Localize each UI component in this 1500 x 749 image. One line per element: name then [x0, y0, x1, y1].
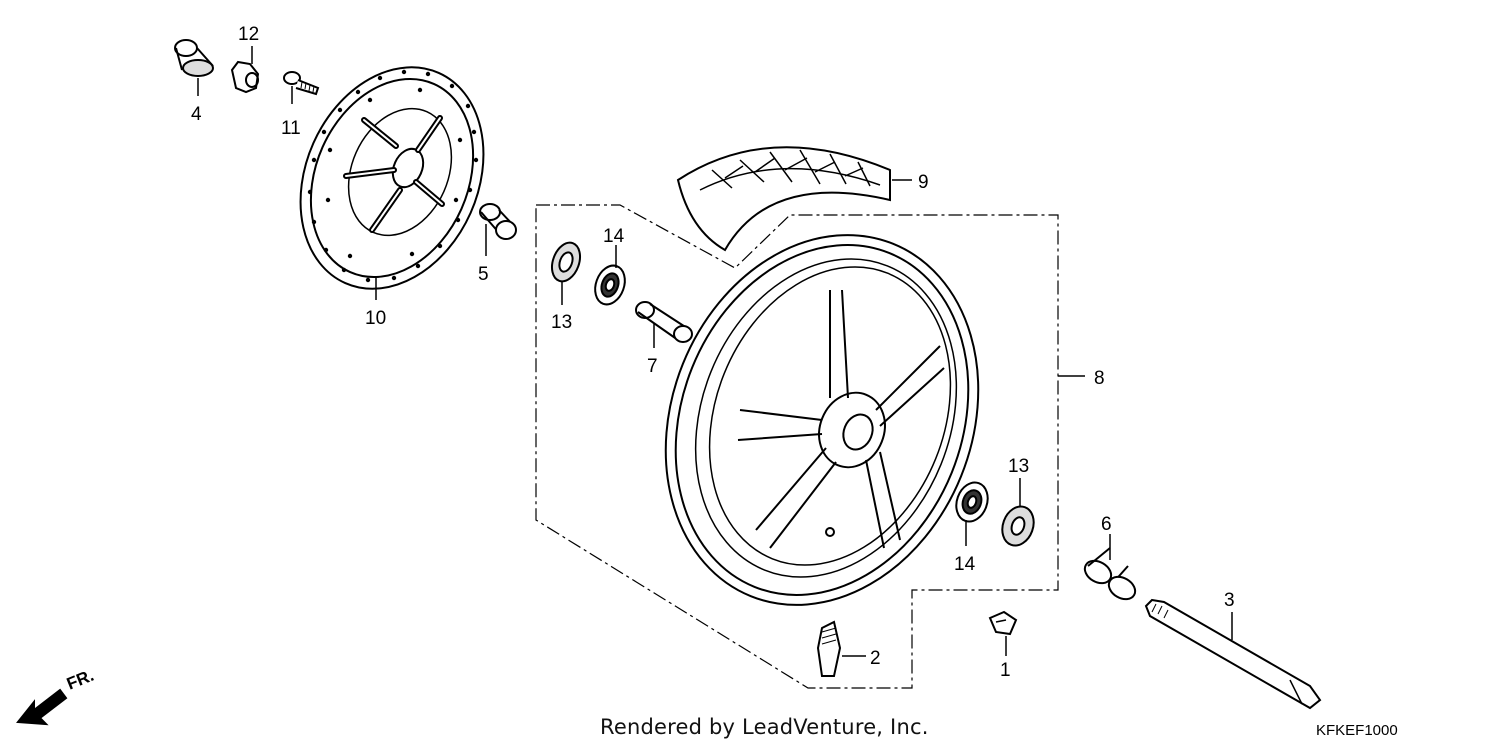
callout-7[interactable]: 7: [647, 356, 658, 377]
callout-6[interactable]: 6: [1101, 514, 1112, 535]
part-9-tire[interactable]: [676, 146, 912, 252]
part-8-wheel-boundary: [535, 204, 1085, 689]
callout-11[interactable]: 11: [281, 118, 301, 139]
callout-10[interactable]: 10: [365, 308, 386, 329]
callout-5[interactable]: 5: [478, 264, 489, 285]
part-13-dust-seal-right[interactable]: [997, 478, 1039, 550]
part-12-nut[interactable]: [230, 46, 260, 94]
part-3-axle[interactable]: [1144, 598, 1322, 710]
callout-14-left[interactable]: 14: [603, 226, 625, 247]
front-direction-arrow-icon: [16, 688, 68, 726]
part-11-bolt[interactable]: [283, 71, 320, 104]
callout-13-left[interactable]: 13: [551, 312, 572, 333]
part-1-clip[interactable]: [988, 610, 1018, 656]
part-13-dust-seal-left[interactable]: [547, 239, 585, 305]
part-14-bearing-left[interactable]: [590, 245, 630, 309]
callout-1[interactable]: 1: [1000, 660, 1011, 681]
callout-8[interactable]: 8: [1094, 368, 1105, 389]
callout-4[interactable]: 4: [191, 104, 202, 125]
part-10-brake-disc[interactable]: [267, 38, 518, 318]
part-7-distance-collar[interactable]: [635, 301, 693, 348]
callout-12[interactable]: 12: [238, 24, 259, 45]
part-5-collar[interactable]: [479, 203, 517, 256]
callout-3[interactable]: 3: [1224, 590, 1235, 611]
part-6-collar[interactable]: [1081, 534, 1139, 604]
part-2-air-valve[interactable]: [816, 620, 866, 677]
part-8-wheel[interactable]: [612, 188, 1033, 653]
callout-9[interactable]: 9: [918, 172, 929, 193]
callout-14-right[interactable]: 14: [954, 554, 976, 575]
part-4-collar[interactable]: [174, 39, 214, 96]
diagram-code: KFKEF1000: [1316, 722, 1398, 739]
callout-2[interactable]: 2: [870, 648, 881, 669]
rendered-by-footer: Rendered by LeadVenture, Inc.: [600, 715, 929, 739]
part-14-bearing-right[interactable]: [951, 478, 993, 546]
callout-13-right[interactable]: 13: [1008, 456, 1029, 477]
